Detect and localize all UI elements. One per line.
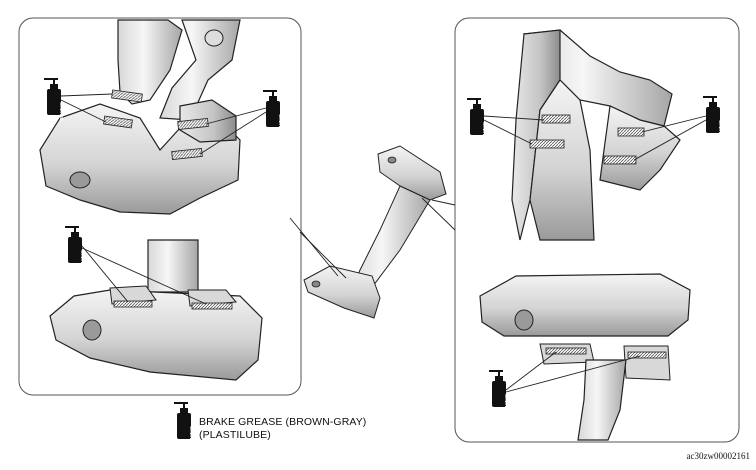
grease-point — [627, 351, 667, 359]
left-lower-bracket — [49, 239, 263, 381]
legend-line-2: (PLASTILUBE) — [199, 429, 271, 441]
leader-lines — [483, 115, 707, 161]
right-upper-bracket — [511, 29, 681, 241]
left-upper-bracket — [39, 19, 241, 215]
grease-point — [541, 114, 571, 124]
grease-point — [191, 302, 233, 310]
leader-lines — [505, 351, 641, 393]
grease-point — [103, 115, 133, 129]
legend-text: BRAKE GREASE (BROWN-GRAY) (PLASTILUBE) — [199, 416, 366, 442]
grease-point — [111, 89, 143, 103]
legend-line-1: BRAKE GREASE (BROWN-GRAY) — [199, 416, 367, 428]
grease-point — [545, 347, 587, 355]
grease-point — [177, 118, 209, 130]
legend-grease-can-icon — [174, 402, 194, 446]
callout-lines — [289, 197, 456, 279]
figure-id: ac30zw00002161 — [686, 451, 750, 461]
grease-point — [529, 139, 565, 149]
grease-point — [113, 300, 153, 308]
right-detail-panel — [454, 17, 740, 443]
leader-lines — [60, 93, 267, 155]
grease-point — [603, 155, 637, 165]
caliper-bracket-overview — [303, 145, 447, 319]
left-detail-panel — [18, 17, 302, 396]
grease-point — [617, 127, 645, 137]
right-lower-bracket — [479, 273, 691, 441]
leader-lines — [81, 245, 207, 305]
